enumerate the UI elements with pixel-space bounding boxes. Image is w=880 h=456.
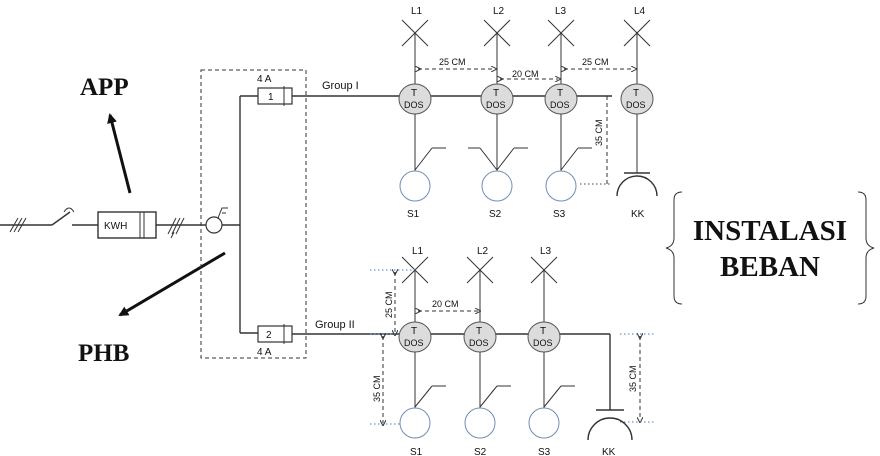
group-2-switch-2: S2 — [464, 352, 511, 456]
phb-label: PHB — [78, 340, 129, 367]
group-1-dos-2: T DOS — [480, 83, 514, 115]
svg-text:L2: L2 — [493, 6, 505, 17]
svg-text:T: T — [476, 326, 482, 337]
svg-text:DOS: DOS — [533, 338, 553, 348]
svg-text:S3: S3 — [553, 209, 566, 220]
group-1-socket: KK — [616, 114, 658, 220]
group-2-socket: KK — [587, 409, 633, 456]
group-2-dos-3: T DOS — [527, 321, 561, 353]
svg-text:DOS: DOS — [469, 338, 489, 348]
instalasi-line-1: INSTALASI — [693, 215, 847, 247]
group-2-dimensions: 25 CM 20 CM 35 CM 35 CM — [370, 270, 656, 424]
group-2-lamp-1: L1 — [401, 246, 429, 322]
svg-text:S1: S1 — [410, 447, 423, 456]
group-1-label: Group I — [322, 80, 359, 92]
group-1-dos-3: T DOS — [544, 83, 578, 115]
svg-text:DOS: DOS — [550, 100, 570, 110]
app-label: APP — [80, 74, 129, 101]
group-2-lamp-3: L3 — [530, 246, 558, 322]
kwh-label: KWH — [104, 221, 127, 232]
group-1-lamp-1: L1 — [401, 6, 429, 84]
svg-text:S2: S2 — [474, 447, 487, 456]
group-1-switch-3: S3 — [545, 114, 592, 220]
group-1-lamp-2: L2 — [483, 6, 511, 84]
svg-text:L1: L1 — [412, 246, 424, 257]
group-1-dos-4: T DOS — [620, 83, 654, 115]
svg-text:S1: S1 — [407, 209, 420, 220]
group-1-switch-2: S2 — [468, 114, 528, 220]
group-2-switch-1: S1 — [399, 352, 446, 456]
group-1-switch-1: S1 — [399, 114, 446, 220]
svg-text:L4: L4 — [634, 6, 646, 17]
svg-text:DOS: DOS — [486, 100, 506, 110]
svg-text:35 CM: 35 CM — [628, 365, 638, 392]
svg-text:T: T — [633, 88, 639, 99]
svg-text:T: T — [493, 88, 499, 99]
svg-text:DOS: DOS — [626, 100, 646, 110]
svg-text:S3: S3 — [538, 447, 551, 456]
breaker-1: 4 A 1 — [257, 74, 293, 106]
svg-text:L2: L2 — [477, 246, 489, 257]
svg-text:T: T — [557, 88, 563, 99]
group-2-label: Group II — [315, 319, 355, 331]
group-1-dos-1: T DOS — [398, 83, 432, 115]
instalasi-line-2: BEBAN — [720, 251, 820, 283]
svg-text:25 CM: 25 CM — [384, 291, 394, 318]
breaker-1-rating: 4 A — [257, 74, 272, 85]
svg-text:T: T — [540, 326, 546, 337]
svg-text:20 CM: 20 CM — [512, 69, 539, 79]
breaker-1-number: 1 — [268, 92, 274, 103]
svg-text:20 CM: 20 CM — [432, 299, 459, 309]
svg-text:T: T — [411, 326, 417, 337]
svg-text:25 CM: 25 CM — [439, 57, 466, 67]
svg-text:35 CM: 35 CM — [372, 375, 382, 402]
svg-text:S2: S2 — [489, 209, 502, 220]
app-arrow — [107, 113, 132, 194]
group-2-dos-2: T DOS — [463, 321, 497, 353]
svg-text:DOS: DOS — [404, 338, 424, 348]
svg-text:T: T — [411, 88, 417, 99]
group-1-dimensions: 25 CM 20 CM 25 CM 35 CM — [418, 57, 634, 185]
feed-line — [156, 207, 240, 239]
svg-text:KK: KK — [602, 447, 616, 456]
panel-box — [200, 69, 307, 359]
breaker-2-rating: 4 A — [257, 347, 272, 358]
supply-line — [0, 207, 98, 233]
svg-text:KK: KK — [631, 209, 645, 220]
svg-text:L3: L3 — [555, 6, 567, 17]
phb-arrow — [118, 251, 226, 317]
group-1-lamp-4: L4 — [623, 6, 651, 84]
instalasi-beban: INSTALASI BEBAN — [665, 191, 875, 305]
group-2-switch-3: S3 — [528, 352, 575, 456]
group-2-dos-1: T DOS — [398, 321, 432, 353]
breaker-2-number: 2 — [266, 330, 272, 341]
svg-text:L1: L1 — [411, 6, 423, 17]
group-1-lamp-3: L3 — [547, 6, 575, 84]
svg-text:35 CM: 35 CM — [594, 119, 604, 146]
busbar — [239, 95, 258, 334]
svg-text:25 CM: 25 CM — [582, 57, 609, 67]
breaker-2: 2 4 A — [257, 324, 293, 358]
kwh-meter: KWH — [97, 211, 157, 239]
svg-text:L3: L3 — [540, 246, 552, 257]
svg-text:DOS: DOS — [404, 100, 424, 110]
